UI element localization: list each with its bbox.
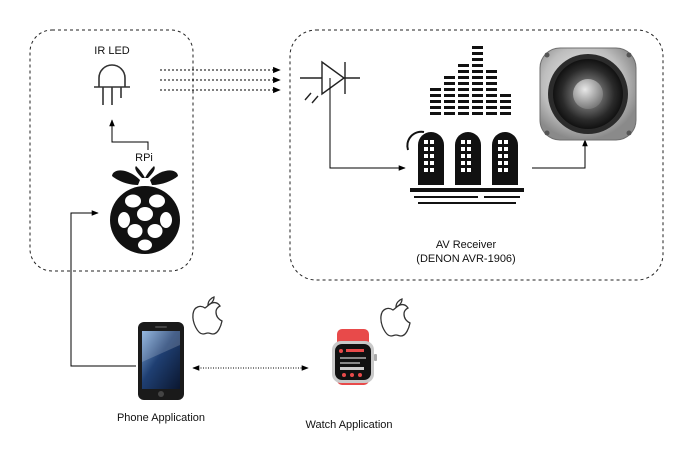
phone-application-label: Phone Application — [116, 412, 206, 424]
rpi-label: RPi — [135, 152, 153, 164]
receiver-to-speaker-line — [532, 139, 588, 169]
apple-watch-icon — [332, 329, 377, 385]
iphone-icon — [138, 322, 184, 400]
led-icon — [94, 64, 130, 105]
ir-led-label: IR LED — [94, 45, 130, 57]
rpi-to-led-line — [109, 119, 149, 150]
diode-to-receiver-line — [329, 78, 406, 171]
raspberry-pi-icon — [110, 166, 180, 254]
watch-application-label: Watch Application — [305, 419, 393, 431]
apple-logo-icon — [380, 298, 411, 337]
ir-beams — [160, 66, 281, 94]
apple-logo-icon — [192, 296, 223, 335]
rpi-group-box — [29, 29, 194, 272]
speaker-icon — [539, 47, 637, 141]
receiver-icon — [406, 46, 524, 204]
photodiode-icon — [300, 60, 360, 104]
equalizer-bars — [430, 46, 511, 115]
av-receiver-label: AV Receiver — [435, 239, 497, 251]
phone-to-rpi-line — [70, 210, 136, 367]
av-receiver-model-label: (DENON AVR-1906) — [416, 253, 516, 265]
receiver-towers — [418, 132, 518, 185]
